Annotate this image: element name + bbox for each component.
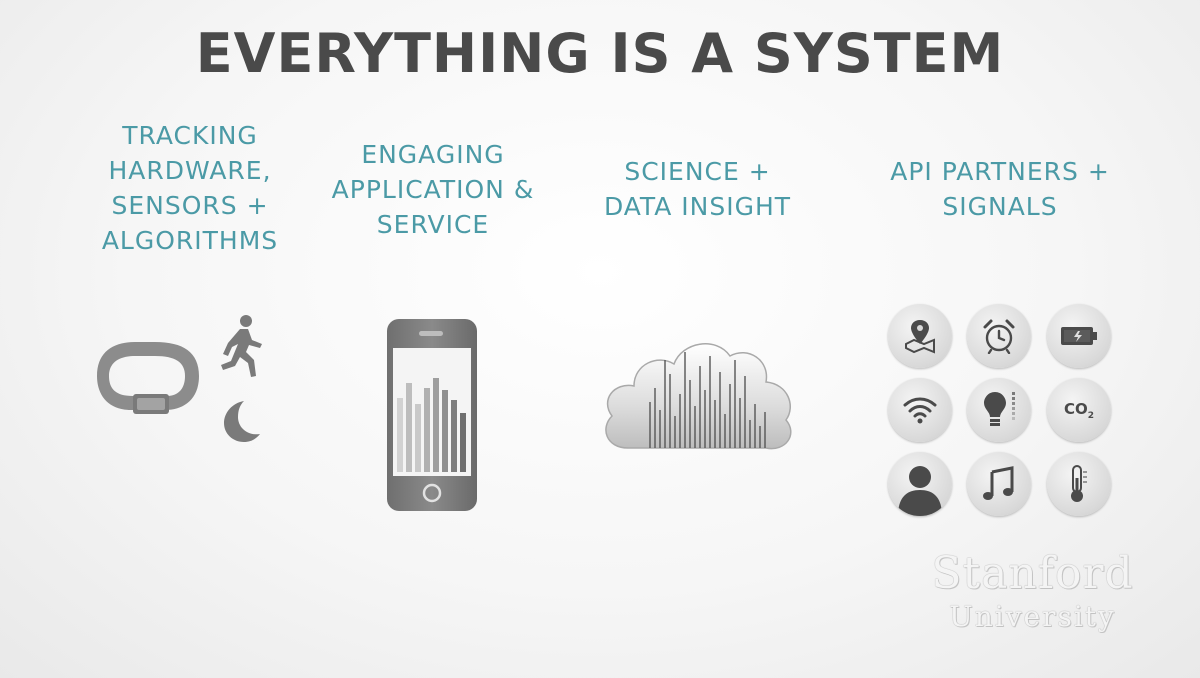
signal-icon-grid: CO2 [888, 304, 1113, 516]
alarm-clock-icon [967, 304, 1031, 368]
heading-line: HARDWARE, [108, 156, 272, 185]
watermark-line: Stanford [931, 548, 1134, 599]
heading-line: SCIENCE + [624, 157, 771, 186]
runner-icon [221, 315, 262, 377]
heading-science-data: SCIENCE + DATA INSIGHT [570, 154, 825, 224]
music-note-icon [967, 452, 1031, 516]
co2-icon: CO2 [1047, 378, 1111, 442]
heading-engaging-application: ENGAGING APPLICATION & SERVICE [308, 137, 558, 242]
heading-line: API PARTNERS + [890, 157, 1110, 186]
heading-line: APPLICATION & [331, 175, 535, 204]
heading-line: DATA INSIGHT [603, 192, 792, 221]
cloud-data-icon [605, 343, 792, 450]
heading-line: TRACKING [122, 121, 258, 150]
wifi-icon [888, 378, 952, 442]
heading-line: SENSORS + [111, 191, 269, 220]
slide-title: EVERYTHING IS A SYSTEM [195, 22, 1005, 85]
map-pin-icon [888, 304, 952, 368]
person-icon [888, 452, 952, 516]
smartphone-icon [387, 319, 477, 511]
moon-icon [224, 401, 260, 442]
co2-label: CO2 [1063, 399, 1095, 421]
thermometer-icon [1047, 452, 1111, 516]
wristband-icon [97, 342, 199, 414]
heading-line: SERVICE [376, 210, 490, 239]
heading-line: ALGORITHMS [101, 226, 279, 255]
heading-line: ENGAGING [361, 140, 505, 169]
heading-api-partners: API PARTNERS + SIGNALS [860, 154, 1140, 224]
lightbulb-icon [967, 378, 1031, 442]
heading-line: SIGNALS [942, 192, 1058, 221]
watermark-line: University [949, 600, 1116, 633]
battery-icon [1047, 304, 1111, 368]
heading-tracking-hardware: TRACKING HARDWARE, SENSORS + ALGORITHMS [75, 118, 305, 258]
stanford-university-watermark: Stanford University [905, 548, 1160, 634]
